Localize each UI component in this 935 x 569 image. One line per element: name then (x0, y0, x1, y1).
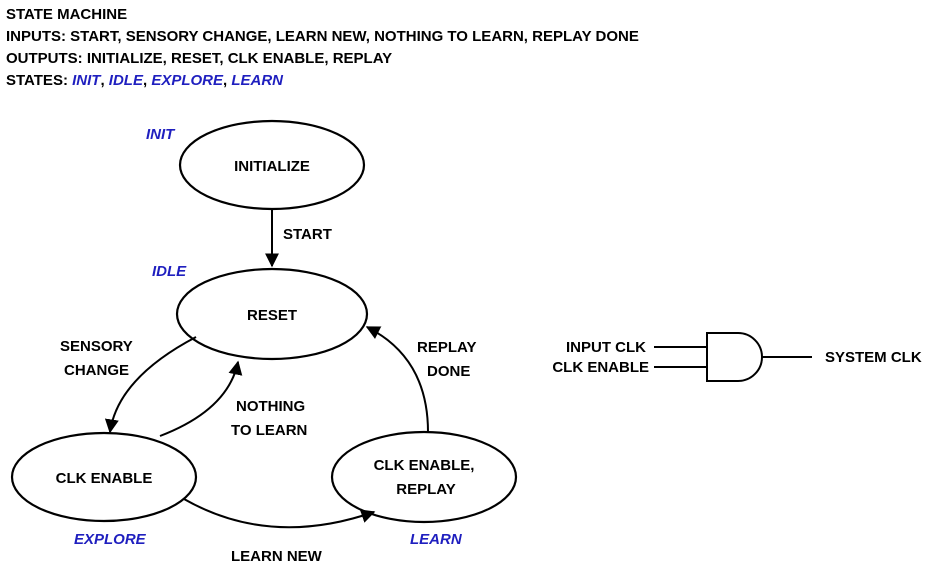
node-explore (10, 431, 198, 523)
edge-replay-done-label-1: REPLAY (417, 339, 476, 356)
node-learn-state: LEARN (410, 531, 463, 548)
node-learn-output-line1: CLK ENABLE, (374, 457, 475, 474)
header-outputs: OUTPUTS: INITIALIZE, RESET, CLK ENABLE, … (6, 48, 639, 70)
state-name-learn: LEARN (231, 72, 284, 89)
states-prefix: STATES: (6, 72, 73, 89)
edge-sensory-change-label-2: CHANGE (64, 362, 129, 379)
node-init-output: INITIALIZE (234, 158, 310, 175)
edge-start-label: START (283, 226, 332, 243)
diagram-header: STATE MACHINE INPUTS: START, SENSORY CHA… (6, 4, 639, 92)
node-idle (175, 267, 369, 361)
separator: , (100, 72, 109, 89)
state-name-idle: IDLE (108, 72, 143, 89)
outputs-prefix: OUTPUTS: (6, 50, 87, 67)
header-title: STATE MACHINE (6, 6, 128, 23)
inputs-prefix: INPUTS: (6, 28, 71, 45)
node-idle-output: RESET (247, 307, 297, 324)
gate-input2-label: CLK ENABLE (552, 359, 649, 376)
gate-input1-label: INPUT CLK (566, 339, 646, 356)
gate-output-label: SYSTEM CLK (825, 349, 922, 366)
node-idle-state: IDLE (152, 263, 187, 280)
edge-nothing-to-learn (159, 360, 243, 437)
edge-learn-new (183, 498, 376, 529)
edge-replay-done (365, 326, 429, 433)
edge-replay-done-label-2: DONE (427, 363, 470, 380)
separator: , (223, 72, 232, 89)
edge-nothing-to-learn-label-1: NOTHING (236, 398, 305, 415)
outputs-list: INITIALIZE, RESET, CLK ENABLE, REPLAY (86, 50, 393, 67)
node-explore-output: CLK ENABLE (56, 470, 153, 487)
inputs-list: START, SENSORY CHANGE, LEARN NEW, NOTHIN… (70, 28, 639, 45)
edge-nothing-to-learn-label-2: TO LEARN (231, 422, 307, 439)
node-explore-state: EXPLORE (74, 531, 147, 548)
node-learn (330, 430, 518, 524)
node-init-state: INIT (146, 126, 176, 143)
state-name-init: INIT (72, 72, 101, 89)
header-inputs: INPUTS: START, SENSORY CHANGE, LEARN NEW… (6, 26, 639, 48)
node-learn-output-line2: REPLAY (396, 481, 455, 498)
separator: , (142, 72, 152, 89)
edge-sensory-change-label-1: SENSORY (60, 338, 133, 355)
header-states: STATES: INIT, IDLE, EXPLORE, LEARN (6, 70, 639, 92)
edge-sensory-change (104, 336, 197, 434)
and-gate-icon (706, 332, 763, 382)
state-name-explore: EXPLORE (151, 72, 223, 89)
edge-learn-new-label: LEARN NEW (231, 548, 323, 565)
